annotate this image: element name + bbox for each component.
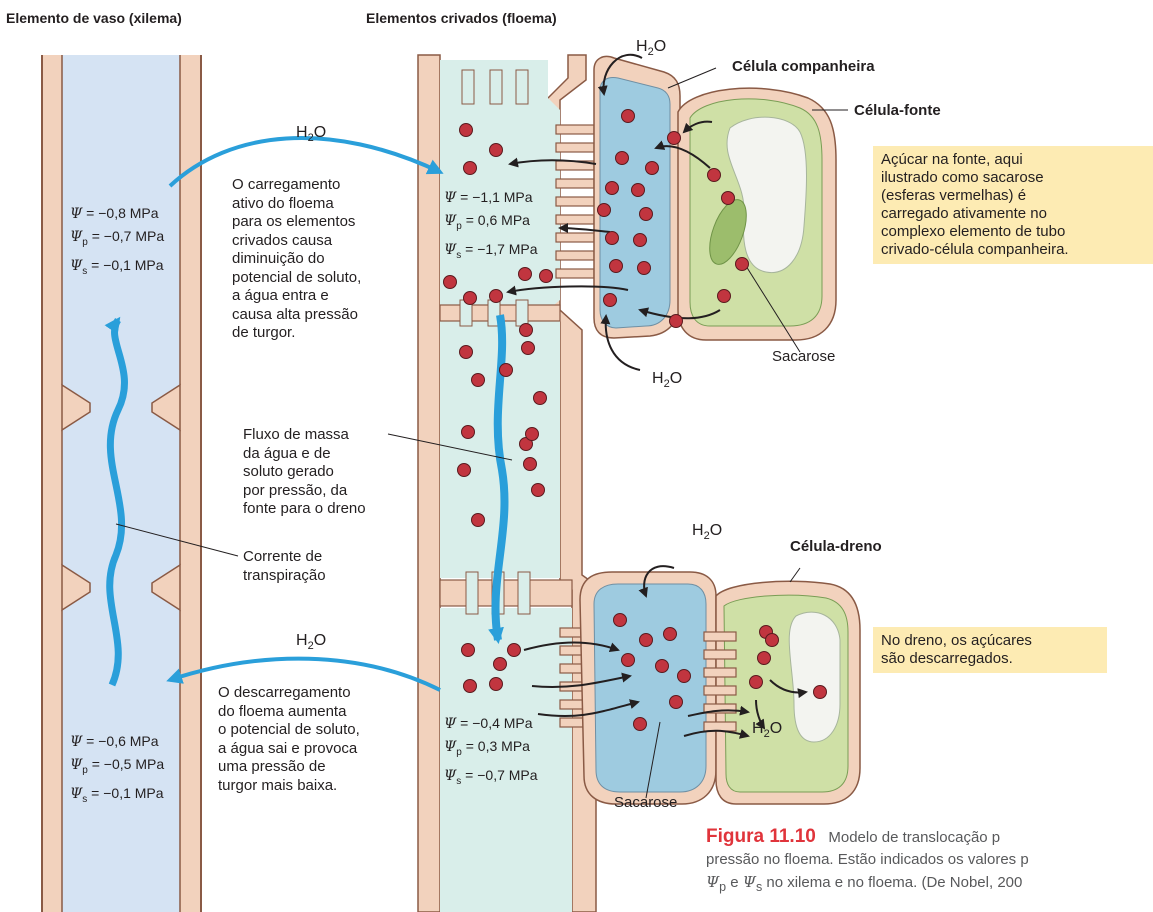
sucrose-sphere [606, 182, 619, 195]
sucrose-sphere [598, 204, 611, 217]
sucrose-sphere [622, 654, 635, 667]
sucrose-sphere [718, 290, 731, 303]
sucrose-sphere [668, 132, 681, 145]
water-label-3: H2O [652, 370, 682, 390]
sucrose-label-bottom: Sacarose [614, 794, 677, 812]
sucrose-sphere [622, 110, 635, 123]
xylem-bottom-values: Ψ = −0,6 MPa Ψp = −0,5 MPa Ψs = −0,1 MPa [70, 730, 164, 811]
sucrose-sphere [526, 428, 539, 441]
sucrose-sphere [462, 644, 475, 657]
water-label-2: H2O [636, 38, 666, 58]
sucrose-sphere [524, 458, 537, 471]
water-label-1: H2O [296, 124, 326, 144]
sucrose-sphere [634, 234, 647, 247]
sucrose-sphere [520, 324, 533, 337]
sucrose-sphere [494, 658, 507, 671]
sucrose-sphere [464, 680, 477, 693]
phloem-header: Elementos crivados (floema) [366, 10, 557, 26]
sucrose-sphere [508, 644, 521, 657]
sucrose-sphere [614, 614, 627, 627]
sucrose-sphere [460, 124, 473, 137]
sucrose-sphere [670, 696, 683, 709]
figure-caption: Figura 11.10 Modelo de translocação p pr… [706, 826, 1153, 898]
sucrose-sphere [604, 294, 617, 307]
sucrose-sphere [634, 718, 647, 731]
companion-cell-label: Célula companheira [732, 58, 875, 76]
sucrose-sphere [464, 162, 477, 175]
sucrose-sphere [640, 208, 653, 221]
sucrose-sphere [462, 426, 475, 439]
sucrose-sphere [766, 634, 779, 647]
sucrose-sphere [490, 290, 503, 303]
source-cell-label: Célula-fonte [854, 102, 941, 120]
sucrose-sphere [519, 268, 532, 281]
sucrose-sphere [444, 276, 457, 289]
sucrose-sphere [458, 464, 471, 477]
sucrose-sphere [534, 392, 547, 405]
sucrose-sphere [638, 262, 651, 275]
sucrose-sphere [490, 144, 503, 157]
sucrose-sphere [490, 678, 503, 691]
sink-cell [716, 581, 860, 804]
sucrose-sphere [708, 169, 721, 182]
sink-cell-label: Célula-dreno [790, 538, 882, 556]
phloem-top-values: Ψ = −1,1 MPa Ψp = 0,6 MPa Ψs = −1,7 MPa [444, 186, 538, 267]
sucrose-sphere [472, 374, 485, 387]
source-cell [678, 88, 836, 340]
sucrose-sphere [606, 232, 619, 245]
sucrose-sphere [814, 686, 827, 699]
sucrose-sphere [646, 162, 659, 175]
sucrose-sphere [472, 514, 485, 527]
sucrose-sphere [664, 628, 677, 641]
figure-number: Figura 11.10 [706, 826, 816, 847]
xylem-top-values: Ψ = −0,8 MPa Ψp = −0,7 MPa Ψs = −0,1 MPa [70, 202, 164, 283]
plasmodesmata-top [556, 125, 594, 278]
sucrose-sphere [500, 364, 513, 377]
transpiration-label: Corrente de transpiração [243, 548, 326, 585]
mass-flow-label: Fluxo de massa da água e de soluto gerad… [243, 426, 366, 519]
sucrose-label-top: Sacarose [772, 348, 835, 366]
sucrose-sphere [532, 484, 545, 497]
sucrose-sphere [464, 292, 477, 305]
sucrose-sphere [736, 258, 749, 271]
water-label-4: H2O [692, 522, 722, 542]
sucrose-sphere [640, 634, 653, 647]
water-label-5: H2O [296, 632, 326, 652]
companion-cell-sink [580, 572, 716, 804]
sucrose-sphere [540, 270, 553, 283]
sucrose-sphere [678, 670, 691, 683]
sucrose-sphere [722, 192, 735, 205]
phloem-bottom-values: Ψ = −0,4 MPa Ψp = 0,3 MPa Ψs = −0,7 MPa [444, 712, 538, 793]
sucrose-sphere [460, 346, 473, 359]
sucrose-sphere [616, 152, 629, 165]
sucrose-sphere [758, 652, 771, 665]
xylem-header: Elemento de vaso (xilema) [6, 10, 182, 26]
sucrose-sphere [750, 676, 763, 689]
sucrose-sphere [522, 342, 535, 355]
sucrose-sphere [632, 184, 645, 197]
water-label-6: H2O [752, 720, 782, 740]
sucrose-sphere [610, 260, 623, 273]
sucrose-sphere [656, 660, 669, 673]
sucrose-sphere [670, 315, 683, 328]
